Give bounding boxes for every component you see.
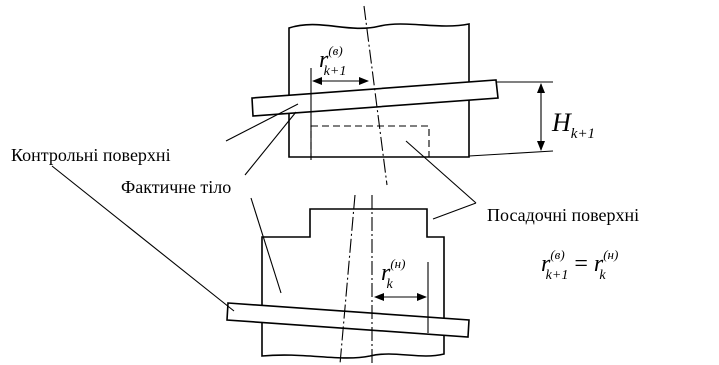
h-extension-bottom <box>468 150 554 157</box>
leader-seating-lower <box>432 202 477 220</box>
control-surfaces-label: Контрольні поверхні <box>11 145 171 165</box>
upper-radius-symbol: r(в)k+1 <box>319 43 346 79</box>
leader-actual-body-lower <box>250 197 282 294</box>
leader-seating-upper <box>405 140 477 204</box>
upper-axis-line <box>363 5 388 186</box>
actual-body-label: Фактичне тіло <box>121 177 231 197</box>
seating-surfaces-label: Посадочні поверхні <box>487 205 639 225</box>
leader-actual-body-upper <box>244 111 297 176</box>
lower-body-outline <box>261 208 445 359</box>
h-symbol: Hk+1 <box>551 108 595 142</box>
equation: r(в)k+1=r(н)k <box>541 247 618 283</box>
upper-seating-surface <box>310 125 430 158</box>
lower-axis-line <box>339 194 356 365</box>
leader-control-upper <box>225 103 299 142</box>
lower-control-plate <box>226 302 470 338</box>
upper-control-plate <box>251 79 499 117</box>
upper-body-outline <box>288 23 470 158</box>
leader-control-lower <box>51 165 235 312</box>
lower-radius-symbol: r(н)k <box>381 256 405 292</box>
